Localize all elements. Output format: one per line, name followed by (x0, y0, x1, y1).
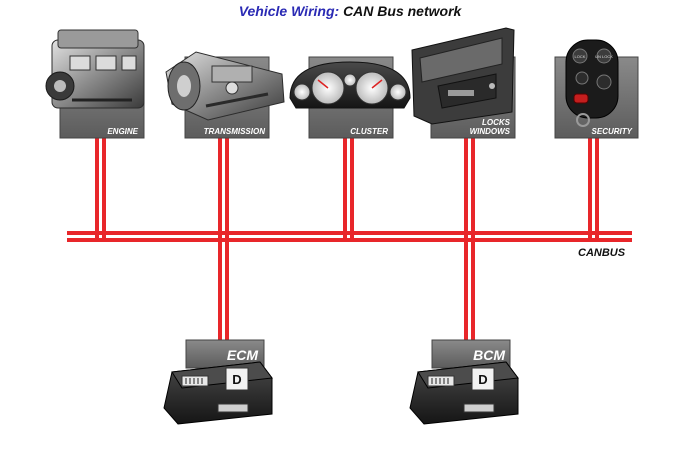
node-transmission: TRANSMISSION (165, 51, 285, 139)
module-ecm: ECM D (163, 339, 273, 425)
node-label-security: SECURITY (592, 127, 633, 136)
node-label-cluster: CLUSTER (350, 127, 388, 136)
edge-canbus-bcm (464, 241, 475, 342)
transmission-icon (165, 51, 285, 121)
edge-transmission-canbus (218, 138, 229, 241)
fob-lock-button: LOCK (575, 54, 586, 59)
door-panel-icon (411, 27, 515, 125)
node-label-engine: ENGINE (107, 127, 138, 136)
diagram-title: Vehicle Wiring: CAN Bus network (0, 3, 700, 19)
module-bcm: BCM D (409, 339, 519, 425)
canbus-label: CANBUS (578, 247, 626, 259)
canbus-line (67, 231, 632, 242)
edge-locks-canbus (464, 138, 475, 241)
instrument-cluster-icon (289, 61, 411, 109)
node-label-locks-line2: WINDOWS (470, 127, 511, 136)
edge-cluster-canbus (343, 138, 354, 241)
node-engine: ENGINE (45, 29, 145, 139)
node-label-locks-line1: LOCKS (482, 118, 511, 127)
title-part-2: CAN Bus network (343, 3, 462, 19)
node-cluster: CLUSTER (289, 56, 411, 139)
ecm-sticker-letter: D (232, 372, 241, 387)
module-label-ecm: ECM (227, 347, 258, 363)
title-part-1: Vehicle Wiring: (238, 3, 340, 19)
fob-unlock-button: UN LOCK (595, 54, 613, 59)
edge-security-canbus (588, 138, 599, 241)
ecm-module-icon: D (163, 361, 273, 425)
key-fob-icon: LOCK UN LOCK (565, 39, 619, 127)
bcm-module-icon: D (409, 361, 519, 425)
node-security: LOCK UN LOCK SECURITY (554, 39, 639, 139)
bcm-sticker-letter: D (478, 372, 487, 387)
node-label-transmission: TRANSMISSION (204, 127, 266, 136)
module-label-bcm: BCM (473, 347, 505, 363)
engine-icon (45, 29, 145, 109)
edge-canbus-ecm (218, 241, 229, 342)
node-locks: LOCKS WINDOWS (411, 27, 516, 139)
edge-engine-canbus (95, 138, 106, 241)
